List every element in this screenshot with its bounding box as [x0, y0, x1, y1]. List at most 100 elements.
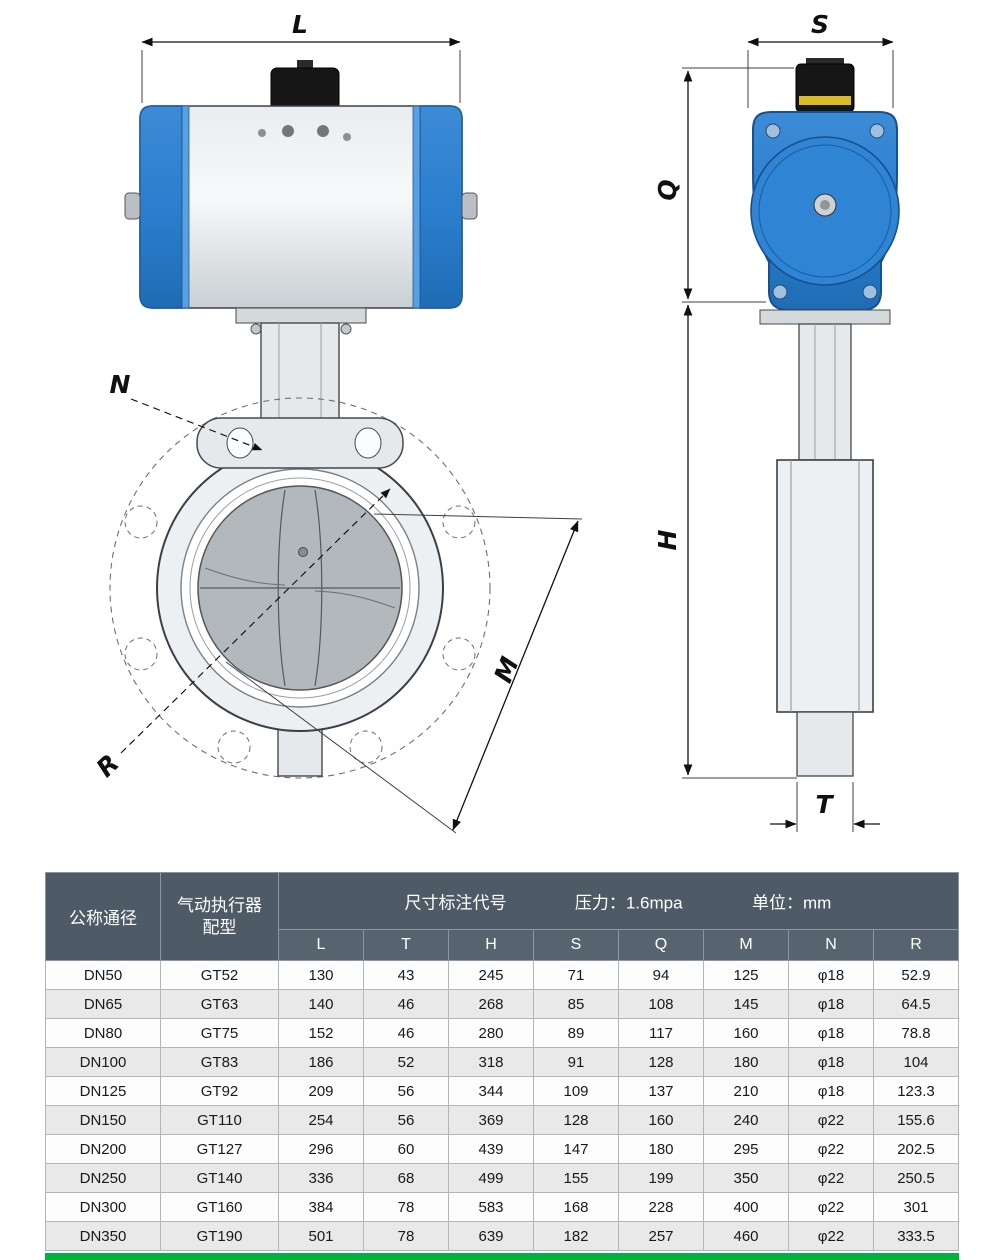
dim-value-cell: φ22: [788, 1192, 874, 1222]
dim-value-cell: 128: [618, 1047, 704, 1077]
pressure-label: 压力：1.6mpa: [574, 893, 683, 913]
actuator-cell: GT83: [160, 1047, 279, 1077]
dim-value-cell: 140: [278, 989, 364, 1019]
dn-cell: DN300: [45, 1192, 161, 1222]
spec-table: 公称通径 气动执行器 配型 尺寸标注代号 压力：1.6mpa 单位：mm L T…: [45, 872, 959, 1251]
dim-value-cell: 56: [363, 1076, 449, 1106]
header-nominal-diameter: 公称通径: [45, 872, 161, 961]
dim-value-cell: 180: [618, 1134, 704, 1164]
dim-value-cell: 160: [618, 1105, 704, 1135]
dim-value-cell: 499: [448, 1163, 534, 1193]
dim-label-q: Q: [653, 179, 682, 200]
header-actuator-type-line2: 配型: [202, 917, 237, 937]
actuator-cell: GT52: [160, 960, 279, 990]
dim-value-cell: φ18: [788, 989, 874, 1019]
dim-value-cell: 152: [278, 1018, 364, 1048]
pneumatic-actuator-side: [750, 111, 900, 311]
dim-value-cell: 344: [448, 1076, 534, 1106]
dim-value-cell: 78: [363, 1192, 449, 1222]
dim-value-cell: 43: [363, 960, 449, 990]
dn-cell: DN125: [45, 1076, 161, 1106]
valve-top-flange: [196, 417, 404, 469]
dim-value-cell: 295: [703, 1134, 789, 1164]
dim-value-cell: 301: [873, 1192, 959, 1222]
dim-value-cell: 108: [618, 989, 704, 1019]
dim-value-cell: 296: [278, 1134, 364, 1164]
dim-value-cell: 104: [873, 1047, 959, 1077]
dim-code-title: 尺寸标注代号: [404, 893, 507, 913]
dim-value-cell: 91: [533, 1047, 619, 1077]
dim-value-cell: 78.8: [873, 1018, 959, 1048]
dim-value-cell: φ18: [788, 960, 874, 990]
dim-value-cell: 155: [533, 1163, 619, 1193]
actuator-cell: GT92: [160, 1076, 279, 1106]
dim-value-cell: 245: [448, 960, 534, 990]
dn-cell: DN150: [45, 1105, 161, 1135]
dim-value-cell: 333.5: [873, 1221, 959, 1251]
dim-value-cell: 109: [533, 1076, 619, 1106]
dim-value-cell: 228: [618, 1192, 704, 1222]
dim-col-header: N: [788, 929, 874, 961]
dim-value-cell: 94: [618, 960, 704, 990]
dimension-q: Q: [653, 67, 794, 303]
actuator-cell: GT190: [160, 1221, 279, 1251]
dim-value-cell: 240: [703, 1105, 789, 1135]
dim-col-header: T: [363, 929, 449, 961]
header-actuator-type: 气动执行器 配型: [160, 872, 279, 961]
dim-value-cell: φ22: [788, 1163, 874, 1193]
dim-col-header: H: [448, 929, 534, 961]
header-dimension-band: 尺寸标注代号 压力：1.6mpa 单位：mm: [278, 872, 959, 930]
dim-value-cell: 52.9: [873, 960, 959, 990]
dim-col-header: S: [533, 929, 619, 961]
dim-value-cell: φ22: [788, 1134, 874, 1164]
dim-value-cell: 209: [278, 1076, 364, 1106]
dim-col-header: Q: [618, 929, 704, 961]
dimension-t: T: [770, 782, 880, 832]
actuator-cell: GT63: [160, 989, 279, 1019]
dim-value-cell: 350: [703, 1163, 789, 1193]
dimension-l: L: [141, 10, 461, 103]
dim-value-cell: 400: [703, 1192, 789, 1222]
dim-label-r: R: [91, 749, 125, 783]
dim-value-cell: 280: [448, 1018, 534, 1048]
dn-cell: DN80: [45, 1018, 161, 1048]
dim-value-cell: 89: [533, 1018, 619, 1048]
dim-value-cell: 137: [618, 1076, 704, 1106]
dim-value-cell: 128: [533, 1105, 619, 1135]
accent-bar: [45, 1253, 959, 1260]
dim-value-cell: 64.5: [873, 989, 959, 1019]
dim-label-h: H: [653, 529, 682, 550]
actuator-knob-side-icon: [795, 58, 855, 113]
actuator-cell: GT140: [160, 1163, 279, 1193]
dim-value-cell: 250.5: [873, 1163, 959, 1193]
dim-col-header: R: [873, 929, 959, 961]
dn-cell: DN100: [45, 1047, 161, 1077]
pneumatic-actuator-front: [124, 105, 478, 335]
dim-value-cell: 318: [448, 1047, 534, 1077]
dim-value-cell: 52: [363, 1047, 449, 1077]
dim-value-cell: φ22: [788, 1221, 874, 1251]
dim-value-cell: 46: [363, 989, 449, 1019]
valve-neck: [260, 322, 340, 422]
side-view: S: [653, 10, 900, 832]
dim-value-cell: 130: [278, 960, 364, 990]
header-actuator-type-line1: 气动执行器: [177, 896, 262, 916]
dim-value-cell: 439: [448, 1134, 534, 1164]
unit-label: 单位：mm: [751, 893, 832, 913]
dim-value-cell: 180: [703, 1047, 789, 1077]
dim-label-l: L: [292, 10, 308, 39]
dim-value-cell: 46: [363, 1018, 449, 1048]
dn-cell: DN350: [45, 1221, 161, 1251]
dim-label-n: N: [110, 370, 131, 399]
dim-value-cell: 182: [533, 1221, 619, 1251]
actuator-cell: GT160: [160, 1192, 279, 1222]
dim-value-cell: 168: [533, 1192, 619, 1222]
dim-value-cell: 257: [618, 1221, 704, 1251]
